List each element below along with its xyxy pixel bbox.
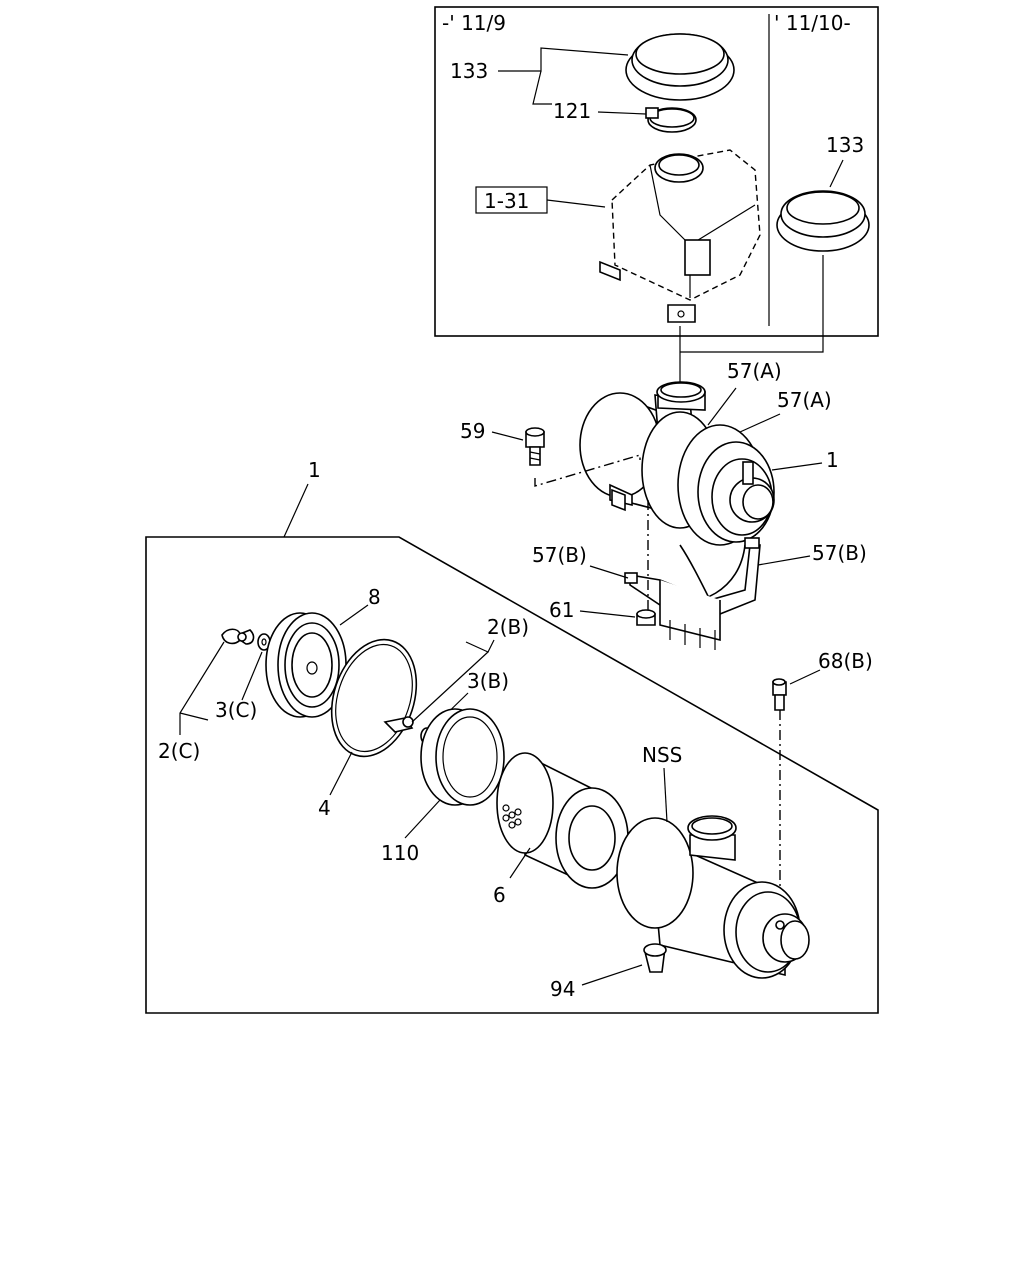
bracket-57b <box>624 537 761 650</box>
callout-94: 94 <box>550 977 575 1001</box>
callout-133: 133 <box>450 59 488 83</box>
callout-1-kit: 1 <box>308 458 321 482</box>
callout-8: 8 <box>368 585 381 609</box>
clamp-121 <box>645 107 697 133</box>
callout-3c: 3(C) <box>215 698 257 722</box>
filter-element-6 <box>496 752 629 889</box>
callout-4: 4 <box>318 796 331 820</box>
callout-57b-right: 57(B) <box>812 541 867 565</box>
callout-133-late: 133 <box>826 133 864 157</box>
stud-68b <box>772 678 787 711</box>
cover-8 <box>265 612 347 718</box>
housing-body-nss <box>616 815 810 979</box>
callout-57b-left: 57(B) <box>532 543 587 567</box>
callout-61: 61 <box>549 598 574 622</box>
callout-57a-lower: 57(A) <box>777 388 832 412</box>
callout-6: 6 <box>493 883 506 907</box>
callout-57a-upper: 57(A) <box>727 359 782 383</box>
cap-133-early <box>625 33 735 101</box>
callout-3b: 3(B) <box>467 669 509 693</box>
dust-reservoir <box>599 149 761 323</box>
callout-121: 121 <box>553 99 591 123</box>
clamp-ring-4 <box>330 638 418 758</box>
label-period-early: -' 11/9 <box>442 11 506 35</box>
dust-valve-94 <box>643 943 667 973</box>
bolt-59 <box>525 427 545 466</box>
inset-frame <box>434 6 879 337</box>
ref-box-label: 1-31 <box>484 189 529 213</box>
callout-110: 110 <box>381 841 419 865</box>
callout-2c: 2(C) <box>158 739 200 763</box>
cap-connector <box>680 255 824 353</box>
exploded-view-frame <box>145 536 879 1014</box>
callout-68b: 68(B) <box>818 649 873 673</box>
callout-nss: NSS <box>642 743 682 767</box>
label-period-late: ' 11/10- <box>774 11 851 35</box>
air-cleaner-assembled <box>579 381 775 546</box>
nut-61 <box>636 609 656 626</box>
gasket-110 <box>420 708 505 806</box>
wing-nut-2c <box>221 628 255 645</box>
callout-1-assembly: 1 <box>826 448 839 472</box>
cap-133-late <box>776 190 870 252</box>
cap-variant-inset: -' 11/9 ' 11/10- 1-31 <box>434 6 879 337</box>
callout-2b: 2(B) <box>487 615 529 639</box>
callout-59: 59 <box>460 419 485 443</box>
